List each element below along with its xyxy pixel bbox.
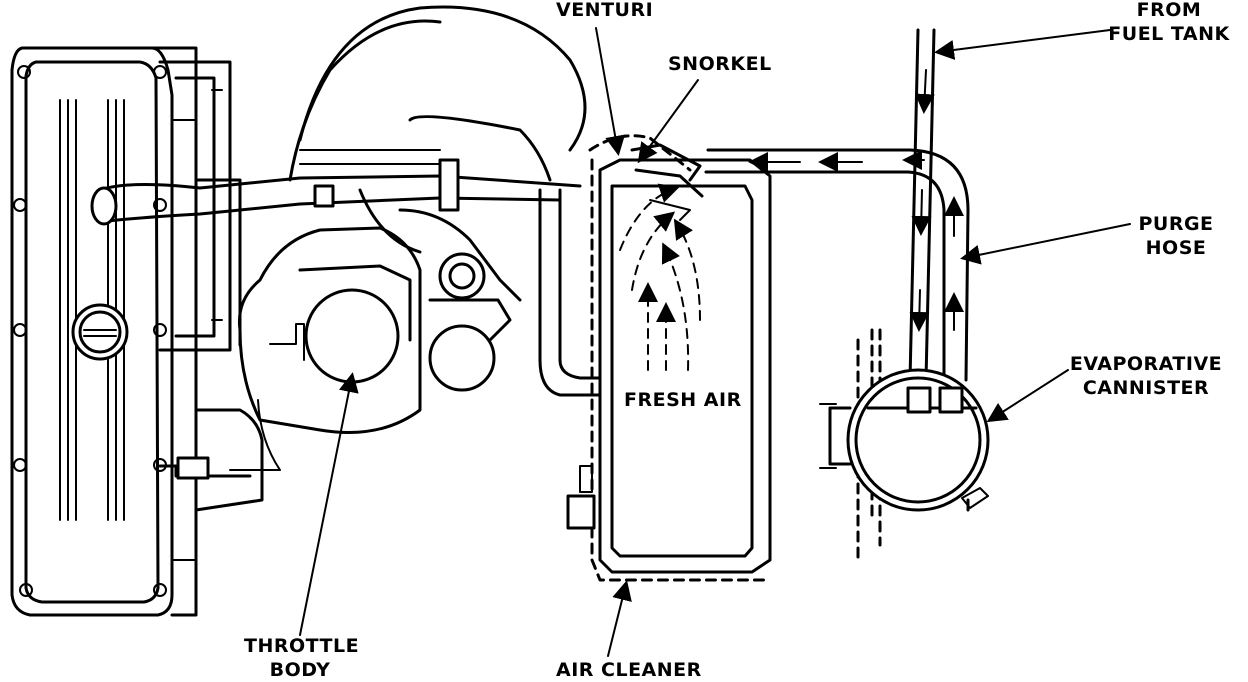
label-purge-hose-line2: HOSE xyxy=(1145,237,1207,259)
label-snorkel: SNORKEL xyxy=(668,53,772,75)
air-cleaner-housing xyxy=(566,134,772,582)
label-air-cleaner: AIR CLEANER xyxy=(556,659,702,681)
label-fresh-air: FRESH AIR xyxy=(624,389,742,411)
label-venturi: VENTURI xyxy=(556,0,654,21)
label-from-fuel-tank: FROM FUEL TANK xyxy=(1106,0,1232,46)
label-throttle-body-line2: BODY xyxy=(269,659,331,681)
breather-hose xyxy=(90,149,582,226)
label-throttle-body: THROTTLE BODY xyxy=(244,634,360,682)
s-hose xyxy=(538,188,602,397)
valve-cover xyxy=(10,46,198,617)
evaporative-cannister xyxy=(819,328,990,562)
label-throttle-body-line1: THROTTLE xyxy=(244,635,360,657)
label-purge-hose: PURGE HOSE xyxy=(1134,212,1218,260)
fresh-air-arrows xyxy=(619,183,701,371)
label-purge-hose-line1: PURGE xyxy=(1138,213,1214,235)
leader-lines xyxy=(299,27,1131,657)
label-evaporative-cannister: EVAPORATIVE CANNISTER xyxy=(1064,352,1228,400)
engine-brackets xyxy=(158,60,264,512)
label-evaporative-cannister-line1: EVAPORATIVE xyxy=(1069,353,1223,375)
label-evaporative-cannister-line2: CANNISTER xyxy=(1082,377,1210,399)
fuel-tank-line xyxy=(908,28,936,382)
throttle-body xyxy=(158,5,587,480)
label-from-fuel-tank-line2: FUEL TANK xyxy=(1108,23,1230,45)
label-from-fuel-tank-line1: FROM xyxy=(1136,0,1202,21)
